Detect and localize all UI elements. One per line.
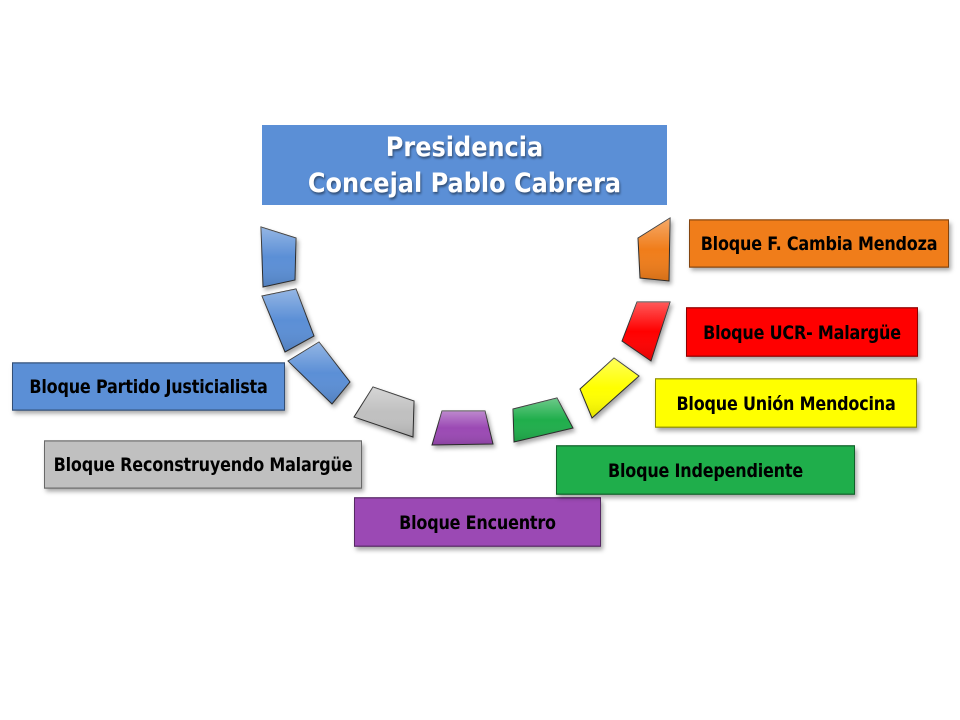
- legend-label-reconstruyendo: Bloque Reconstruyendo Malargüe: [53, 453, 353, 476]
- legend-label-union: Bloque Unión Mendocina: [676, 391, 896, 415]
- legend-label-pj: Bloque Partido Justicialista: [29, 375, 268, 398]
- legend-bloque-independiente: Bloque Independiente: [556, 445, 855, 495]
- presidencia-name: Concejal Pablo Cabrera: [307, 167, 622, 199]
- seat-union-1: [579, 357, 640, 419]
- presidencia-box: Presidencia Concejal Pablo Cabrera: [262, 125, 667, 205]
- legend-label-ucr: Bloque UCR- Malargüe: [703, 320, 901, 344]
- seat-reconstruyendo-1: [353, 386, 415, 438]
- legend-label-encuentro: Bloque Encuentro: [399, 510, 556, 534]
- seat-ucr-1: [621, 301, 671, 362]
- seat-encuentro-1: [431, 410, 494, 446]
- seat-pj-3: [287, 341, 351, 405]
- seat-independiente-1: [512, 397, 574, 443]
- legend-bloque-cambia: Bloque F. Cambia Mendoza: [689, 219, 949, 268]
- legend-bloque-encuentro: Bloque Encuentro: [354, 497, 601, 547]
- legend-label-independiente: Bloque Independiente: [608, 458, 803, 482]
- presidencia-title: Presidencia: [385, 131, 544, 163]
- legend-label-cambia: Bloque F. Cambia Mendoza: [700, 232, 938, 255]
- legend-bloque-reconstruyendo: Bloque Reconstruyendo Malargüe: [44, 440, 362, 489]
- legend-bloque-ucr: Bloque UCR- Malargüe: [686, 307, 918, 357]
- legend-bloque-pj: Bloque Partido Justicialista: [12, 362, 285, 411]
- seat-pj-2: [261, 288, 315, 353]
- seat-pj-1: [260, 226, 297, 288]
- seat-cambia-1: [637, 217, 671, 282]
- legend-bloque-union: Bloque Unión Mendocina: [655, 378, 917, 428]
